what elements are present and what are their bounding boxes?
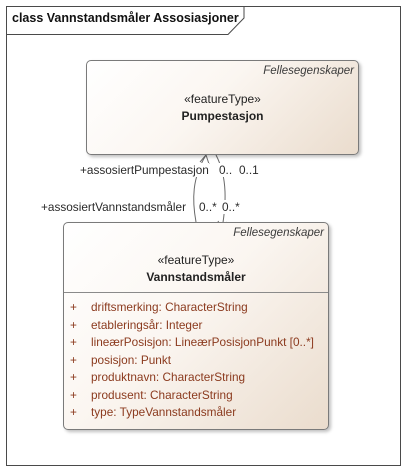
stereotype-label: «featureType»: [184, 92, 261, 106]
attribute-text: lineærPosisjon: LineærPosisjonPunkt [0..…: [91, 335, 314, 349]
role-assosiert-vannstandsmaler: +assosiertVannstandsmåler: [41, 200, 187, 214]
stereotype-label: «featureType»: [157, 253, 235, 267]
attribute-divider: [64, 292, 328, 293]
attribute-text: etableringsår: Integer: [91, 317, 203, 332]
frame-title: class Vannstandsmåler Assosiasjoner: [12, 11, 239, 25]
multiplicity-vannstandsmaler-b: 0..*: [222, 200, 240, 214]
package-label: Fellesegenskaper: [263, 65, 354, 77]
multiplicity-vannstandsmaler-a: 0..*: [199, 200, 217, 214]
attribute-text: driftsmerking: CharacterString: [91, 300, 248, 314]
association-line-pumpestasjon: [193, 154, 207, 223]
visibility-marker: +: [70, 300, 77, 314]
visibility-marker: +: [70, 335, 77, 349]
visibility-marker: +: [70, 317, 77, 332]
arrowhead-pumpestasjon: [199, 154, 210, 165]
attribute-text: produktnavn: CharacterString: [91, 370, 246, 384]
visibility-marker: +: [70, 352, 77, 367]
class-name: Pumpestasjon: [181, 109, 264, 123]
role-assosiert-pumpestasjon: +assosiertPumpestasjon: [80, 163, 209, 177]
class-name: Vannstandsmåler: [146, 270, 246, 284]
attribute-text: type: TypeVannstandsmåler: [91, 405, 237, 419]
visibility-marker: +: [70, 405, 77, 419]
visibility-marker: +: [70, 387, 77, 402]
class-vannstandsmaler[interactable]: Fellesegenskaper «featureType» Vannstand…: [63, 222, 329, 430]
class-pumpestasjon[interactable]: Fellesegenskaper «featureType» Pumpestas…: [86, 60, 359, 155]
package-label: Fellesegenskaper: [233, 227, 324, 239]
attribute-text: posisjon: Punkt: [91, 352, 172, 367]
multiplicity-pumpestasjon-a: 0..: [219, 163, 233, 177]
visibility-marker: +: [70, 370, 77, 384]
multiplicity-pumpestasjon-b: 0..1: [239, 163, 259, 177]
attribute-text: produsent: CharacterString: [91, 387, 233, 402]
